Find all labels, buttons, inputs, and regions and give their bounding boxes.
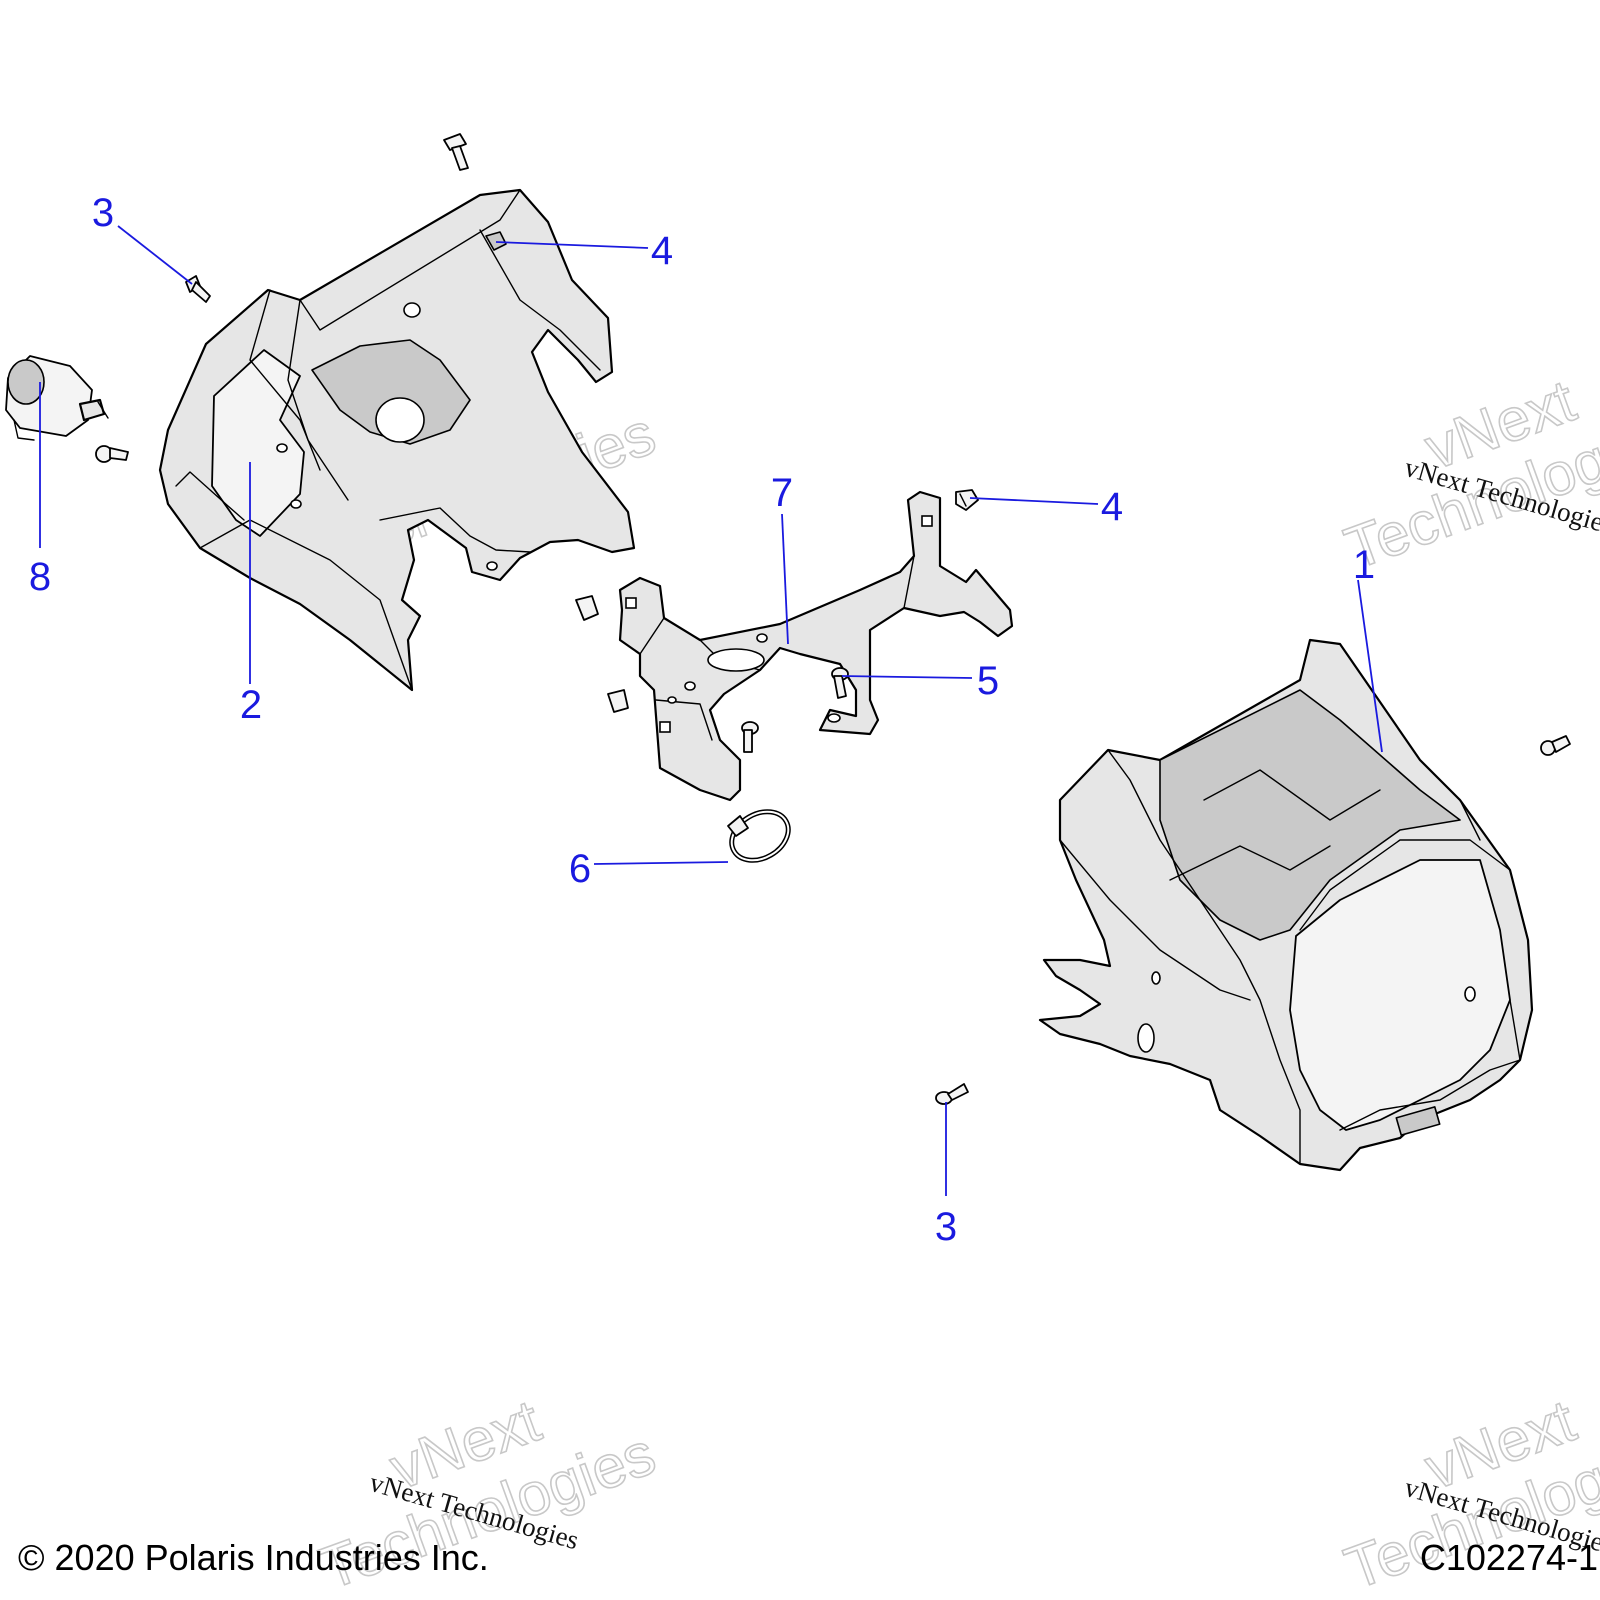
headlight-housing-part: [1038, 638, 1534, 1172]
switch-socket-part: [5, 355, 109, 441]
callouts: 1 2 3 3 4 4 5 6 7 8: [29, 191, 1375, 1249]
callout-8: 8: [29, 555, 51, 599]
leader-4-upper: [495, 241, 649, 249]
screw-housing-right: [1540, 735, 1571, 756]
mounting-bracket-part: [618, 490, 1014, 802]
copyright-notice: © 2020 Polaris Industries Inc.: [18, 1537, 489, 1578]
screw-3-lower: [935, 1083, 969, 1105]
callout-5: 5: [977, 659, 999, 703]
screw-5: [831, 667, 849, 699]
leader-5: [841, 675, 973, 679]
front-cover-part: [158, 188, 636, 692]
callout-7: 7: [771, 471, 793, 515]
callout-4-right: 4: [1101, 485, 1123, 529]
screw-3-upper: [185, 275, 211, 303]
clip-4-right: [955, 489, 979, 511]
leader-7: [781, 513, 789, 645]
leader-lines: [39, 225, 1383, 1196]
cable-tie-part: [727, 809, 791, 863]
screw-top: [443, 133, 469, 171]
callout-2: 2: [240, 683, 262, 727]
watermark-right: vNext Technologies vNext Technologies: [1336, 366, 1600, 583]
leader-4-right: [969, 497, 1099, 505]
callout-3-upper: 3: [92, 191, 114, 235]
figure-code: C102274-1: [1419, 1537, 1598, 1578]
leader-6: [593, 861, 729, 865]
callout-1: 1: [1353, 543, 1375, 587]
screw-socket: [95, 445, 129, 463]
leader-3-upper: [117, 225, 193, 285]
screw-bracket-lower: [741, 721, 759, 753]
nut-lower: [607, 689, 629, 713]
callout-3-lower: 3: [935, 1205, 957, 1249]
nut-upper: [575, 595, 599, 621]
clip-4-upper: [485, 231, 507, 251]
callout-6: 6: [569, 847, 591, 891]
leader-1: [1357, 579, 1383, 753]
callout-4-upper: 4: [651, 229, 673, 273]
